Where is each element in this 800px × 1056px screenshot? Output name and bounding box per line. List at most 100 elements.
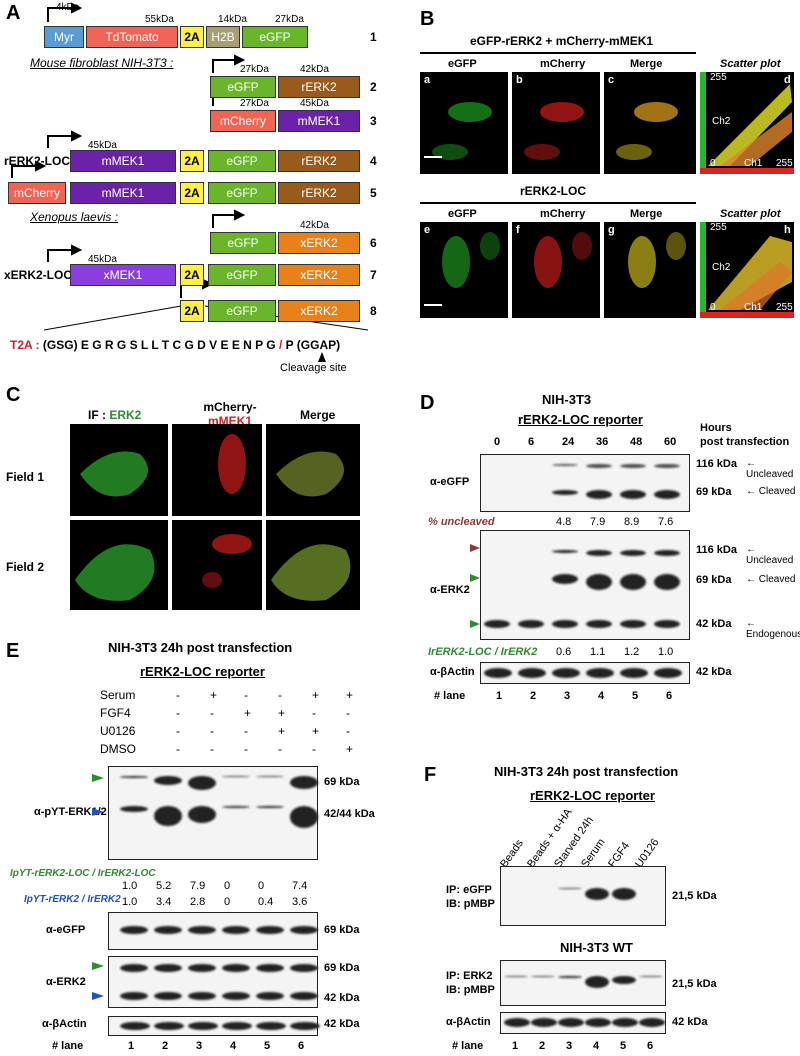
band-cleaved bbox=[654, 490, 680, 499]
endogenous-label: ← Endogenous bbox=[746, 618, 800, 640]
lane-number: 4 bbox=[598, 690, 605, 702]
treatment-value: - bbox=[312, 742, 316, 756]
lane-number: 2 bbox=[162, 1040, 169, 1052]
band-pyt-loc bbox=[188, 776, 216, 790]
band-pmbp-egfp bbox=[612, 888, 636, 900]
treatment-value: - bbox=[346, 724, 350, 738]
col-egfp: eGFP bbox=[448, 208, 477, 220]
band-uncleaved bbox=[620, 464, 646, 468]
egfp-box: eGFP bbox=[208, 150, 276, 172]
treatment-value: - bbox=[244, 688, 248, 702]
micrograph-merge-g bbox=[604, 222, 696, 318]
cleaved-text: Cleaved bbox=[758, 574, 796, 585]
kda-116: 116 kDa bbox=[696, 458, 737, 470]
kda-27: 27kDa bbox=[275, 14, 304, 25]
band-uncleaved bbox=[654, 464, 680, 468]
band-pyt-endogenous bbox=[222, 806, 250, 808]
treatment-value: - bbox=[346, 706, 350, 720]
xmek1-box: xMEK1 bbox=[70, 264, 176, 286]
micrograph-mcherry-b bbox=[512, 72, 600, 174]
col-merge: Merge bbox=[630, 208, 663, 220]
xerk2-box: xERK2 bbox=[278, 264, 360, 286]
band-markers bbox=[92, 962, 104, 1000]
lane-number: 1 bbox=[512, 1040, 519, 1052]
kda-42: 42kDa bbox=[300, 220, 329, 231]
axis-zero: 0 bbox=[710, 158, 716, 169]
hour-value: 48 bbox=[630, 436, 643, 448]
band-actin bbox=[504, 1018, 530, 1027]
micrograph-if-field2 bbox=[70, 520, 168, 610]
lane-label: # lane bbox=[434, 690, 466, 702]
blot-ip-egfp bbox=[500, 866, 666, 926]
panel-f-wt-title: NIH-3T3 WT bbox=[560, 940, 633, 955]
mmek1-box: mMEK1 bbox=[70, 182, 176, 204]
panel-e-subtitle: rERK2-LOC reporter bbox=[140, 664, 265, 679]
band-actin bbox=[154, 1022, 184, 1030]
band-pmbp-erk2 bbox=[585, 976, 609, 988]
micrograph-mcherry-field2 bbox=[172, 520, 262, 610]
treatment-value: - bbox=[210, 706, 214, 720]
hours-label1: Hours bbox=[700, 422, 732, 434]
axis-zero: 0 bbox=[710, 302, 716, 313]
t2a-seq-right: P (GGAP) bbox=[285, 338, 341, 352]
rerk2-box: rERK2 bbox=[278, 150, 360, 172]
kda-27: 27kDa bbox=[240, 64, 269, 75]
band-actin bbox=[558, 1018, 584, 1027]
lane-label: # lane bbox=[452, 1040, 484, 1052]
band-cleaved-erk2 bbox=[654, 574, 680, 590]
ratio1-label: IpYT-rERK2-LOC / IrERK2-LOC bbox=[10, 868, 156, 879]
uncleaved-label: ← Uncleaved bbox=[746, 458, 794, 480]
t2a-box: 2A bbox=[180, 300, 204, 322]
band-actin bbox=[531, 1018, 557, 1027]
ratio1-value: 7.4 bbox=[292, 880, 308, 892]
lane-label: # lane bbox=[52, 1040, 84, 1052]
band-pyt-loc bbox=[222, 776, 250, 777]
ratio1-value: 0 bbox=[224, 880, 231, 892]
erk2-antibody-label: α-ERK2 bbox=[46, 976, 86, 988]
hours-label2: post transfection bbox=[700, 436, 790, 448]
kda-42: 42kDa bbox=[300, 64, 329, 75]
band-pyt-loc bbox=[290, 776, 318, 790]
hour-value: 24 bbox=[562, 436, 575, 448]
scale-bar bbox=[424, 156, 442, 158]
axis-ch2: Ch2 bbox=[712, 116, 731, 127]
hour-value: 36 bbox=[596, 436, 609, 448]
treatment-value: + bbox=[312, 724, 320, 738]
t2a-box: 2A bbox=[180, 26, 204, 48]
tdtomato-box: TdTomato bbox=[86, 26, 178, 48]
micrograph-merge-field2 bbox=[266, 520, 360, 610]
blot-actin bbox=[480, 662, 690, 684]
micrograph-if-field1 bbox=[70, 424, 168, 516]
scatter-plot-h bbox=[700, 222, 794, 318]
ip-erk2-line1: IP: ERK2 bbox=[446, 970, 493, 982]
egfp-box: eGFP bbox=[242, 26, 308, 48]
lane-number: 2 bbox=[530, 690, 537, 702]
uncleaved-label: ← Uncleaved bbox=[746, 544, 794, 566]
band-egfp bbox=[256, 926, 284, 934]
xerk2-box: xERK2 bbox=[278, 232, 360, 254]
col-scatter: Scatter plot bbox=[720, 208, 781, 220]
band-endogenous bbox=[586, 620, 612, 628]
ratio-value: 1.0 bbox=[658, 646, 674, 658]
kda-42: 42 kDa bbox=[696, 618, 732, 630]
header-underline bbox=[420, 52, 696, 54]
lane-number: 4 bbox=[230, 1040, 237, 1052]
band-uncleaved-erk2 bbox=[552, 550, 578, 553]
band-erk2-endogenous bbox=[154, 992, 182, 1000]
band-cleaved-erk2 bbox=[620, 574, 646, 590]
xerk2-loc-label: xERK2-LOC: bbox=[4, 268, 77, 282]
blot-egfp bbox=[480, 454, 690, 512]
kda-42: 42 kDa bbox=[324, 1018, 360, 1030]
kda-55: 55kDa bbox=[145, 14, 174, 25]
endogenous-text: Endogenous bbox=[746, 629, 800, 640]
treatment-value: + bbox=[278, 724, 286, 738]
lane-number: 1 bbox=[128, 1040, 135, 1052]
col-scatter: Scatter plot bbox=[720, 58, 781, 70]
band-uncleaved-erk2 bbox=[654, 550, 680, 556]
section-mouse: Mouse fibroblast NIH-3T3 : bbox=[30, 56, 174, 70]
kda-42: 42 kDa bbox=[324, 992, 360, 1004]
uncleaved-pct-value: 7.9 bbox=[590, 516, 606, 528]
band-uncleaved bbox=[586, 464, 612, 468]
panel-a-arrows bbox=[11, 2, 369, 362]
band-uncleaved-erk2 bbox=[620, 550, 646, 556]
